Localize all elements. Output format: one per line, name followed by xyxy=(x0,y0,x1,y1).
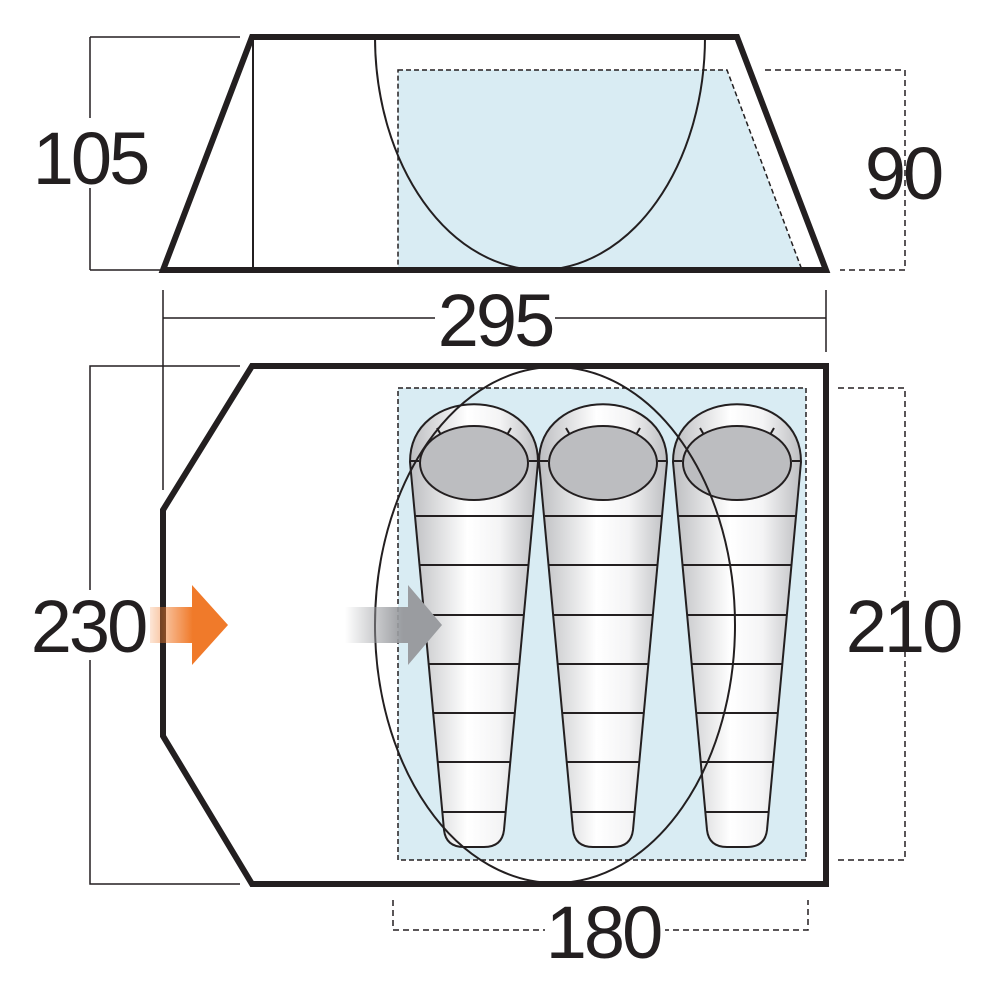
head-opening xyxy=(548,425,658,501)
inner-tent-side xyxy=(397,69,804,271)
dim-floor-width-outer: 230 xyxy=(31,585,146,668)
floor-plan xyxy=(140,363,829,887)
tent-side-outline xyxy=(158,34,831,273)
sleeping-bag-icon xyxy=(671,403,803,848)
tent-floor-outline xyxy=(160,363,829,887)
dim-side-height-inner: 90 xyxy=(865,132,942,215)
entrance-arrow-icon xyxy=(140,585,228,665)
side-view xyxy=(158,34,831,273)
head-opening xyxy=(682,425,792,501)
sleeping-bag-icon xyxy=(537,403,669,848)
dim-side-height-outer: 105 xyxy=(33,117,148,200)
dim-floor-width-inner: 210 xyxy=(846,585,961,668)
sleeping-bag-icon xyxy=(408,403,540,848)
head-opening xyxy=(419,425,529,501)
dim-total-length: 295 xyxy=(438,279,553,362)
inner-door-arrow-icon xyxy=(345,585,442,665)
dim-inner-length: 180 xyxy=(546,891,661,974)
